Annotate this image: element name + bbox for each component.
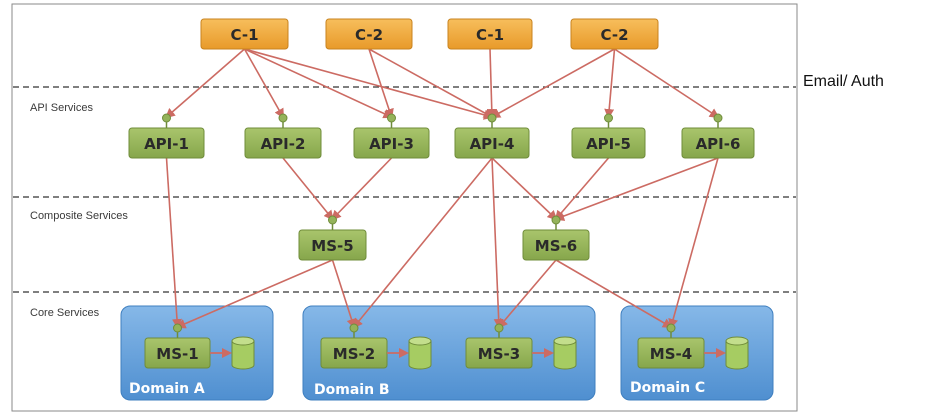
database-icon bbox=[553, 336, 577, 370]
layer-label-api: API Services bbox=[30, 102, 93, 114]
edge-ms6-to-ms3 bbox=[497, 259, 557, 329]
connector-dot-api3 bbox=[387, 113, 396, 123]
edge-c2a-to-api4 bbox=[368, 48, 494, 118]
connector-dot-ms6 bbox=[551, 215, 561, 225]
api-node-1[interactable]: API-1 bbox=[128, 127, 205, 159]
databases bbox=[210, 336, 749, 370]
edge-c1a-to-api1 bbox=[164, 48, 246, 119]
connector-dot-api1 bbox=[162, 113, 171, 123]
database-icon bbox=[231, 336, 255, 370]
edge-c2b-to-api5 bbox=[604, 48, 616, 119]
svg-text:MS-5: MS-5 bbox=[311, 237, 353, 255]
svg-text:C-1: C-1 bbox=[476, 26, 504, 44]
connector-dot-api2 bbox=[278, 113, 288, 123]
core-node-ms3[interactable]: MS-3 bbox=[465, 337, 533, 369]
api-node-4[interactable]: API-4 bbox=[454, 127, 530, 159]
svg-text:MS-4: MS-4 bbox=[650, 345, 692, 363]
domain-b-label: Domain B bbox=[314, 382, 390, 398]
edge-api4-to-ms2 bbox=[352, 157, 493, 329]
client-node-c2-right[interactable]: C-2 bbox=[570, 18, 659, 50]
edge-ms5-to-ms2 bbox=[331, 259, 357, 329]
connector-dot-ms3 bbox=[494, 323, 504, 333]
database-icon bbox=[408, 336, 432, 370]
client-node-c1-left[interactable]: C-1 bbox=[200, 18, 289, 50]
svg-text:C-2: C-2 bbox=[355, 26, 383, 44]
core-node-ms2[interactable]: MS-2 bbox=[320, 337, 388, 369]
connector-dot-api6 bbox=[713, 113, 723, 123]
svg-text:API-3: API-3 bbox=[369, 135, 414, 153]
edge-api5-to-ms6 bbox=[554, 157, 610, 221]
svg-text:API-5: API-5 bbox=[586, 135, 631, 153]
domain-c-label: Domain C bbox=[630, 380, 705, 396]
email-auth-label: Email/ Auth bbox=[803, 73, 884, 90]
connector-dots bbox=[162, 113, 723, 338]
connector-dot-ms2 bbox=[349, 323, 359, 333]
edge-api6-to-ms4 bbox=[668, 157, 719, 329]
svg-text:C-1: C-1 bbox=[230, 26, 258, 44]
svg-text:API-6: API-6 bbox=[696, 135, 741, 153]
edge-api3-to-ms5 bbox=[331, 157, 393, 221]
domain-a-label: Domain A bbox=[129, 381, 205, 397]
edge-c1a-to-api2 bbox=[243, 48, 284, 119]
layer-label-composite: Composite Services bbox=[30, 210, 128, 222]
edge-c2b-to-api6 bbox=[614, 48, 720, 119]
edge-c1b-to-api4 bbox=[486, 48, 497, 119]
connector-dot-ms5 bbox=[328, 215, 337, 225]
svg-text:MS-3: MS-3 bbox=[478, 345, 520, 363]
connector-dot-ms1 bbox=[173, 323, 182, 333]
edge-api4-to-ms3 bbox=[491, 157, 504, 329]
layer-label-core: Core Services bbox=[30, 307, 100, 319]
svg-text:MS-2: MS-2 bbox=[333, 345, 375, 363]
edge-api1-to-ms1 bbox=[165, 157, 182, 329]
edge-ms6-to-ms4 bbox=[555, 259, 673, 329]
api-node-3[interactable]: API-3 bbox=[353, 127, 430, 159]
connector-dot-api4 bbox=[487, 113, 497, 123]
edge-c2a-to-api3 bbox=[368, 48, 394, 119]
svg-text:API-2: API-2 bbox=[261, 135, 306, 153]
edge-c1a-to-api4 bbox=[244, 48, 494, 120]
edges bbox=[164, 48, 720, 329]
svg-text:MS-1: MS-1 bbox=[156, 345, 198, 363]
connector-dot-api5 bbox=[604, 113, 613, 123]
svg-text:API-1: API-1 bbox=[144, 135, 189, 153]
domain-b: Domain B bbox=[302, 305, 596, 401]
api-node-5[interactable]: API-5 bbox=[571, 127, 646, 159]
client-node-c2-left[interactable]: C-2 bbox=[325, 18, 413, 50]
edge-c2b-to-api4 bbox=[490, 48, 615, 118]
svg-text:C-2: C-2 bbox=[600, 26, 628, 44]
edge-api2-to-ms5 bbox=[282, 157, 334, 221]
core-node-ms1[interactable]: MS-1 bbox=[144, 337, 211, 369]
database-icon bbox=[725, 336, 749, 370]
svg-text:API-4: API-4 bbox=[470, 135, 515, 153]
composite-node-ms5[interactable]: MS-5 bbox=[298, 229, 367, 261]
connector-dot-ms4 bbox=[666, 323, 676, 333]
edge-api4-to-ms6 bbox=[491, 157, 558, 221]
svg-text:MS-6: MS-6 bbox=[535, 237, 577, 255]
edge-c1a-to-api3 bbox=[244, 48, 394, 119]
api-node-2[interactable]: API-2 bbox=[244, 127, 322, 159]
composite-node-ms6[interactable]: MS-6 bbox=[522, 229, 590, 261]
edge-ms5-to-ms1 bbox=[175, 259, 333, 329]
client-node-c1-right[interactable]: C-1 bbox=[447, 18, 533, 50]
edge-api6-to-ms6 bbox=[554, 157, 719, 221]
api-node-6[interactable]: API-6 bbox=[681, 127, 755, 159]
core-node-ms4[interactable]: MS-4 bbox=[637, 337, 705, 369]
